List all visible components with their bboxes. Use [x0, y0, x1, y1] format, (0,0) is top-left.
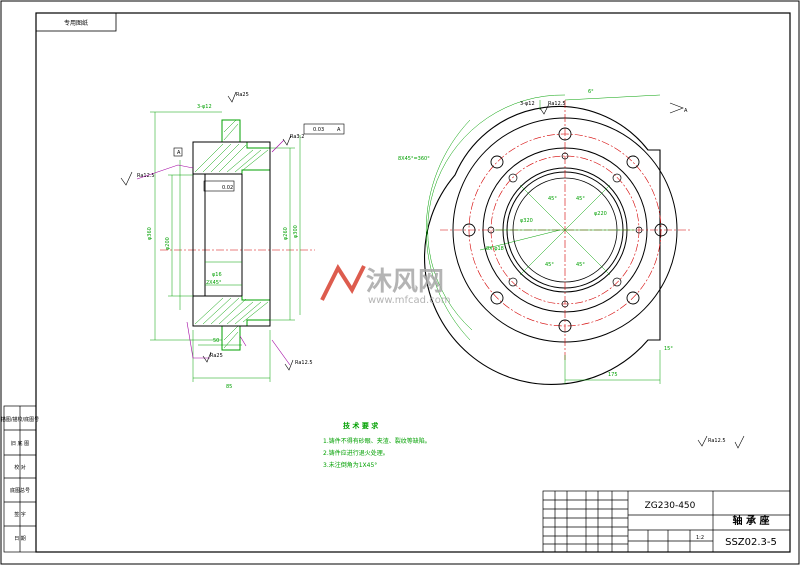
- front-roughness-symbol: [539, 103, 550, 115]
- label-width: 85: [226, 384, 232, 390]
- watermark-logo-icon: [320, 263, 366, 301]
- general-roughness-label: Ra12.5: [708, 438, 726, 444]
- label-bottom-dim: 50: [213, 338, 219, 344]
- label-bottom-ra: Ra25: [210, 353, 223, 359]
- tech-req-item-1: 2.铸件应进行退火处理。: [323, 449, 389, 457]
- label-top-feature: 3-φ12: [197, 104, 212, 110]
- watermark: 沐风网 www.mfcad.com: [320, 263, 451, 306]
- label-right-dia: φ260: [283, 227, 289, 240]
- top-left-label-box: 专用图纸: [35, 12, 117, 32]
- label-outer-dia: φ360: [147, 227, 153, 240]
- front-view: 8X45°=360° 3-φ12 Ra12.5 45° 45° 45° 45° …: [398, 89, 690, 385]
- outer-dim-arc: [425, 119, 471, 341]
- section-roughness-symbols: [120, 91, 294, 371]
- hatch-lines: [194, 119, 269, 349]
- strip-label-3: 底图总号: [10, 487, 30, 494]
- label-datum-ref: A: [337, 127, 341, 133]
- label-face-ra1: Ra25: [236, 92, 249, 98]
- section-view: 3-φ12 Ra25 Ra3.2 0.03 A Ra12.5 A 0.02 2X…: [120, 91, 345, 390]
- label-datum-mark: A: [177, 150, 181, 156]
- label-ra-mark: 3-φ12: [520, 101, 535, 107]
- label-chord: 8X45°=360°: [398, 156, 430, 162]
- title-drawing-no: SSZ02.3-5: [725, 537, 777, 548]
- general-roughness-symbol: [697, 435, 708, 447]
- title-scale: 1:2: [696, 535, 704, 541]
- label-far-right-dia: φ300: [293, 225, 299, 238]
- general-roughness: Ra12.5: [697, 435, 745, 449]
- section-dimensions: [150, 111, 301, 382]
- tech-req-item-2: 3.未注倒角为1X45°: [323, 461, 377, 469]
- datum-box: [173, 147, 183, 157]
- inner-tol-frame: [203, 180, 235, 192]
- section-outline: [192, 141, 271, 327]
- label-bottom-right-ra: Ra12.5: [295, 360, 313, 366]
- label-chamfer: 2X45°: [206, 280, 222, 286]
- chord-arc: [427, 94, 566, 331]
- flange-outline: [424, 105, 661, 385]
- label-side-dim: 175: [608, 372, 618, 378]
- label-inner-tol: 0.02: [222, 185, 233, 191]
- title-part-name: 轴 承 座: [733, 514, 770, 527]
- front-dim-lines: [479, 94, 661, 384]
- tech-req-title: 技 术 要 求: [343, 421, 379, 430]
- view-a-arrow: [669, 102, 684, 114]
- left-strip: [3, 405, 37, 553]
- title-block: [542, 490, 791, 553]
- strip-label-0: 描图/描校/底图号: [1, 416, 39, 423]
- label-angle-left: 45°: [545, 262, 554, 268]
- label-angle-top: 45°: [548, 196, 557, 202]
- label-holes: 8X φ18: [486, 246, 504, 252]
- label-deg-top: 6°: [588, 89, 594, 95]
- label-pcd: φ320: [520, 218, 533, 224]
- section-leaders: [136, 139, 291, 366]
- watermark-url: www.mfcad.com: [368, 295, 451, 306]
- strip-label-2: 校 对: [14, 464, 26, 471]
- tech-req-item-0: 1.铸件不得有砂眼、夹渣、裂纹等缺陷。: [323, 437, 431, 445]
- small-holes: [487, 152, 643, 308]
- strip-label-1: 旧 底 图: [11, 440, 29, 447]
- label-flatness: 0.03: [313, 127, 324, 133]
- top-left-label: 专用图纸: [64, 19, 88, 27]
- label-front-ra-top: Ra12.5: [548, 101, 566, 107]
- label-slot: φ16: [212, 272, 222, 278]
- label-angle-right: 45°: [576, 196, 585, 202]
- label-deg-bottom: 15°: [664, 346, 673, 352]
- check-mark-icon: [734, 435, 745, 449]
- title-material: ZG230-450: [645, 501, 696, 511]
- label-inner-dia: φ220: [594, 211, 607, 217]
- flatness-frame: [303, 123, 345, 135]
- label-angle-bottom: 45°: [576, 262, 585, 268]
- inner-border: [35, 12, 791, 553]
- label-face-ra2: Ra3.2: [290, 134, 304, 140]
- strip-label-4: 签 字: [14, 511, 26, 518]
- strip-label-5: 日 期: [14, 536, 26, 542]
- label-view-a: A: [684, 108, 688, 114]
- watermark-brand: 沐风网: [366, 267, 444, 297]
- bolt-holes: [462, 127, 668, 333]
- label-bore: φ200: [165, 237, 171, 250]
- tech-requirements: 技 术 要 求 1.铸件不得有砂眼、夹渣、裂纹等缺陷。 2.铸件应进行退火处理。…: [323, 421, 431, 469]
